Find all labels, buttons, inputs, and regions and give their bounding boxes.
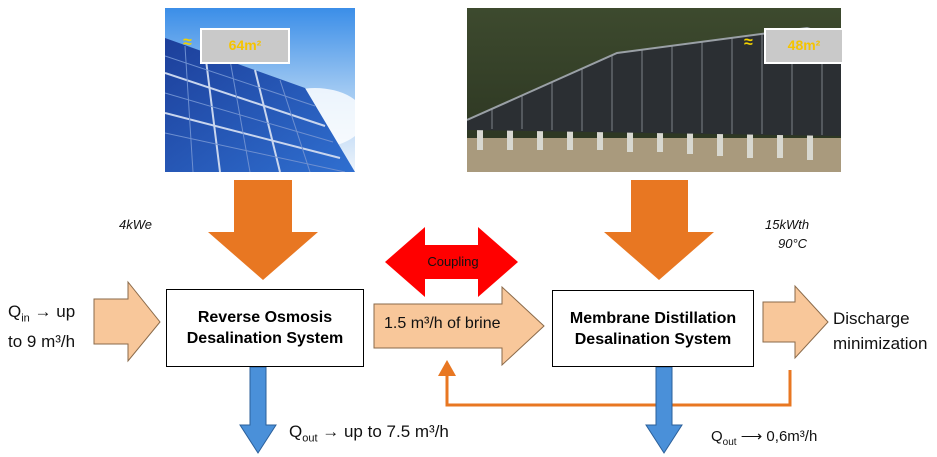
ro-box-line1: Reverse Osmosis [197,309,333,326]
coupling-label: Coupling [427,254,479,269]
q-in-line2: to 9 m³/h [8,332,76,352]
pv-area-label: 64m² [200,28,290,64]
pv-power-arrow [208,180,318,280]
ro-box-line2: Desalination System [186,330,344,347]
q-in-rest: → up [29,302,76,321]
recirculation-arrowhead [438,360,456,376]
inflow-arrow [93,280,161,363]
q-out-ro-label: Qout → up to 7.5 m³/h [289,422,449,444]
reverse-osmosis-box: Reverse Osmosis Desalination System [166,289,364,367]
discharge-line1: Discharge [833,309,910,328]
thermal-power-arrow [604,180,714,280]
md-box-line2: Desalination System [574,330,732,348]
md-box-line1: Membrane Distillation [569,309,737,327]
q-out-md-arrow: ⟶ [740,428,763,445]
discharge-label: Discharge minimization [833,306,927,356]
q-out-ro-rest: → up to 7.5 m³/h [317,422,449,441]
discharge-line2: minimization [833,334,928,353]
q-out-md-symbol: Q [711,428,723,445]
md-outflow-arrow [645,366,683,454]
q-in-symbol: Q [8,302,22,321]
q-out-md-value: 0,6m³/h [762,428,818,445]
q-out-ro-symbol: Q [289,422,303,441]
q-out-ro-subscript: out [302,432,318,445]
discharge-arrow [762,284,829,360]
q-in-subscript: in [21,312,30,325]
q-out-md-subscript: out [722,437,737,448]
temperature-label: 90°C [778,236,808,251]
brine-arrow [373,285,545,367]
q-out-md-label: Qout ⟶ 0,6m³/h [711,427,817,448]
thermal-area-label: 48m² [764,28,844,64]
coupling-arrow [385,227,518,297]
pv-approx-symbol: ≈ [183,34,192,51]
ro-outflow-arrow [239,366,277,454]
q-in-label: Qin → up to 9 m³/h [8,300,75,354]
thermal-approx-symbol: ≈ [744,34,753,51]
electric-power-label: 4kWe [119,217,152,232]
membrane-distillation-box: Membrane Distillation Desalination Syste… [552,290,754,367]
thermal-power-label: 15kWth [765,217,810,232]
recirculation-loop [445,370,792,407]
brine-label: 1.5 m³/h of brine [384,315,501,332]
